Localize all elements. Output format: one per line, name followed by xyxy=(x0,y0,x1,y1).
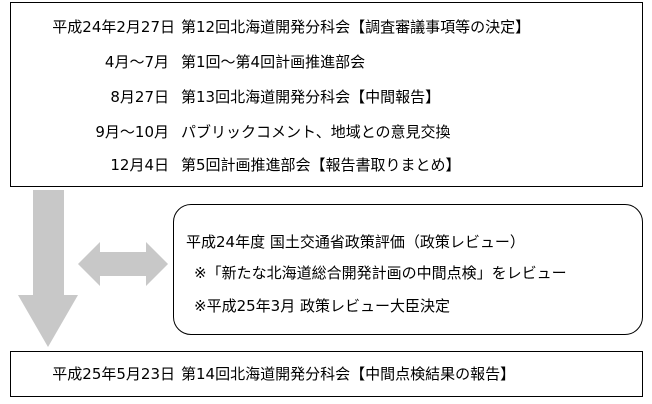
review-title: 平成24年度 国土交通省政策評価（政策レビュー） xyxy=(186,233,525,251)
final-date: 平成25年5月23日 xyxy=(52,365,175,383)
schedule-event: 第1回～第4回計画推進部会 xyxy=(181,53,366,71)
schedule-date: 4月～7月 xyxy=(104,53,169,71)
review-note: ※「新たな北海道総合開発計画の中間点検」をレビュー xyxy=(194,264,567,282)
down-arrow xyxy=(18,190,78,347)
review-note: ※平成25年3月 政策レビュー大臣決定 xyxy=(194,297,450,315)
schedule-date: 平成24年2月27日 xyxy=(52,18,175,36)
schedule-date: 8月27日 xyxy=(110,88,169,106)
schedule-event: 第13回北海道開発分科会【中間報告】 xyxy=(181,88,441,106)
final-report-box: 平成25年5月23日 第14回北海道開発分科会【中間点検結果の報告】 xyxy=(10,351,643,397)
schedule-event: 第5回計画推進部会【報告書取りまとめ】 xyxy=(181,156,461,174)
policy-review-box: 平成24年度 国土交通省政策評価（政策レビュー） ※「新たな北海道総合開発計画の… xyxy=(173,204,643,335)
final-event: 第14回北海道開発分科会【中間点検結果の報告】 xyxy=(181,365,516,383)
schedule-event: パブリックコメント、地域との意見交換 xyxy=(181,123,451,141)
schedule-date: 9月～10月 xyxy=(95,123,169,141)
double-arrow xyxy=(78,242,168,286)
schedule-box: 平成24年2月27日 第12回北海道開発分科会【調査審議事項等の決定】 4月～7… xyxy=(10,2,643,187)
schedule-date: 12月4日 xyxy=(110,156,169,174)
schedule-event: 第12回北海道開発分科会【調査審議事項等の決定】 xyxy=(181,18,531,36)
